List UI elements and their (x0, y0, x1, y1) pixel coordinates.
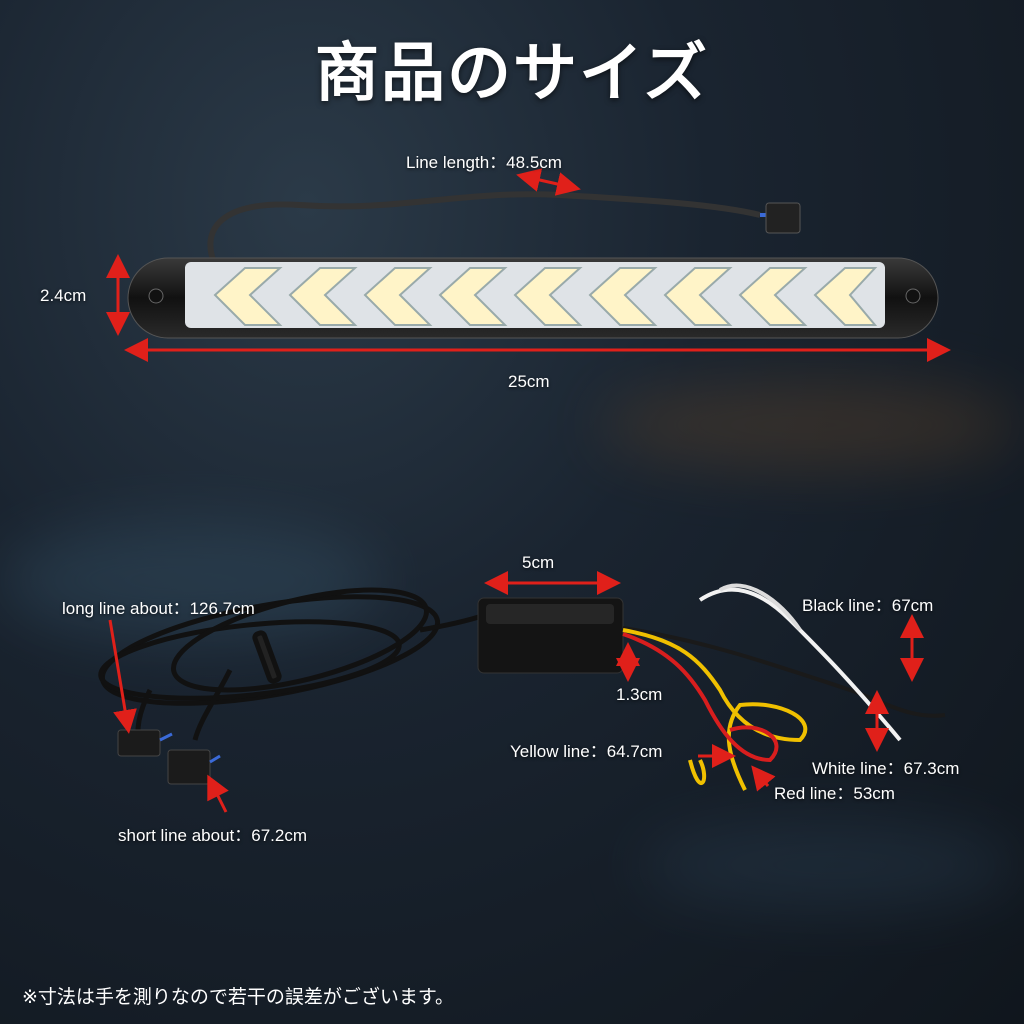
led-strip (127, 257, 939, 339)
long-line-label: long line about：126.7cm (62, 599, 255, 618)
background-blur (600, 380, 1020, 470)
plug-connectors (117, 729, 221, 785)
background-blur (640, 820, 1020, 910)
strip-cable (207, 191, 801, 267)
black-line-label: Black line：67cm (802, 596, 934, 615)
short-line-label: short line about：67.2cm (118, 826, 307, 845)
controller-box (477, 597, 624, 674)
white-line-label: White line：67.3cm (812, 759, 960, 778)
strip-width-label: 25cm (508, 372, 550, 391)
red-line-arrow (751, 765, 776, 792)
line-length-label: Line length：48.5cm (406, 153, 562, 172)
short-line-arrow (207, 774, 229, 813)
disclaimer-note: ※寸法は手を測りなので若干の誤差がございます。 (22, 986, 455, 1008)
yellow-line-label: Yellow line：64.7cm (510, 742, 663, 761)
page-title: 商品のサイズ (314, 36, 710, 111)
box-height-label: 1.3cm (616, 685, 663, 704)
output-wires (622, 583, 946, 791)
led-chevrons (213, 267, 878, 326)
strip-height-label: 2.4cm (40, 286, 87, 305)
box-width-label: 5cm (522, 553, 555, 572)
long-line-arrow (108, 619, 137, 734)
line-length-arrow (516, 168, 581, 196)
red-line-label: Red line：53cm (774, 784, 895, 803)
strip-connector (765, 202, 801, 234)
